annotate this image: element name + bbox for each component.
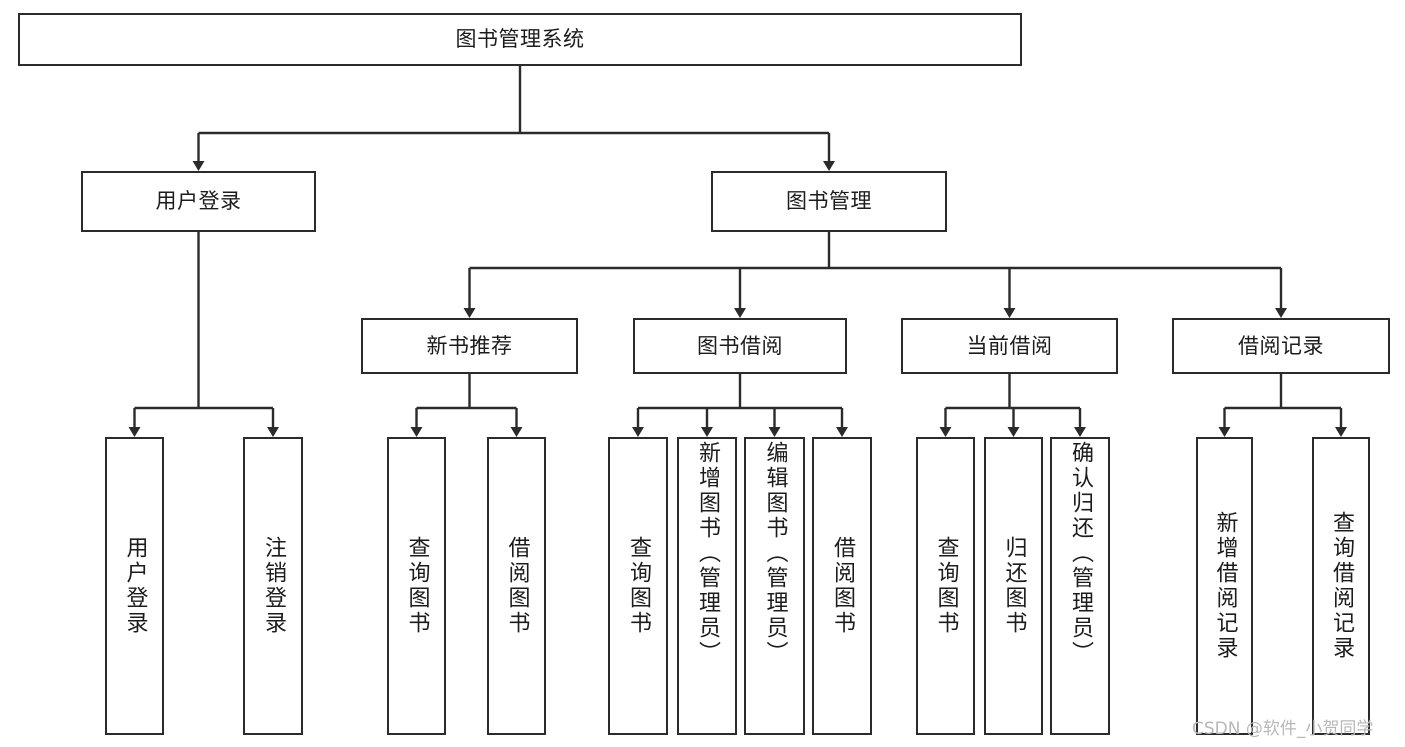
- node-label: 确认归还（管理员）: [1068, 441, 1093, 666]
- node-leaf-borrow-book-rec[interactable]: 借阅图书: [487, 437, 546, 735]
- node-label: 查询图书: [404, 536, 430, 636]
- node-root[interactable]: 图书管理系统: [18, 13, 1022, 66]
- node-leaf-user-login[interactable]: 用户登录: [105, 437, 164, 735]
- node-label: 新增借阅记录: [1212, 511, 1238, 661]
- node-leaf-add-borrow-record[interactable]: 新增借阅记录: [1196, 437, 1253, 735]
- node-label: 当前借阅: [966, 333, 1053, 358]
- node-label: 借阅记录: [1238, 333, 1324, 358]
- node-label: 查询图书: [933, 536, 959, 636]
- node-leaf-query-book-bor[interactable]: 查询图书: [608, 437, 668, 735]
- node-label: 新增图书（管理员）: [695, 441, 720, 666]
- node-leaf-return-book[interactable]: 归还图书: [984, 437, 1043, 735]
- node-label: 图书借阅: [697, 333, 783, 358]
- node-new-book-recommend[interactable]: 新书推荐: [361, 318, 578, 374]
- node-label: 图书管理系统: [455, 27, 585, 52]
- node-leaf-query-book-cur[interactable]: 查询图书: [916, 437, 975, 735]
- node-leaf-confirm-return-admin[interactable]: 确认归还（管理员）: [1050, 437, 1110, 735]
- node-leaf-add-book-admin[interactable]: 新增图书（管理员）: [677, 437, 737, 735]
- node-book-manage[interactable]: 图书管理: [711, 171, 947, 232]
- node-label: 用户登录: [155, 189, 242, 214]
- node-label: 用户登录: [122, 536, 148, 636]
- node-label: 编辑图书（管理员）: [762, 441, 788, 666]
- node-label: 查询图书: [626, 536, 651, 636]
- node-label: 借阅图书: [830, 536, 855, 636]
- node-label: 新书推荐: [426, 333, 513, 358]
- node-leaf-edit-book-admin[interactable]: 编辑图书（管理员）: [744, 437, 805, 735]
- node-label: 查询借阅记录: [1329, 511, 1354, 661]
- node-leaf-user-logout[interactable]: 注销登录: [243, 437, 303, 735]
- node-label: 注销登录: [261, 536, 286, 636]
- node-borrow-record[interactable]: 借阅记录: [1172, 318, 1390, 374]
- node-book-borrow[interactable]: 图书借阅: [633, 318, 847, 374]
- node-label: 归还图书: [1001, 536, 1027, 636]
- node-leaf-query-book-rec[interactable]: 查询图书: [387, 437, 446, 735]
- node-leaf-query-borrow-record[interactable]: 查询借阅记录: [1312, 437, 1370, 735]
- node-user-login[interactable]: 用户登录: [81, 171, 316, 232]
- node-label: 图书管理: [786, 189, 872, 214]
- node-current-borrow[interactable]: 当前借阅: [901, 318, 1118, 374]
- node-leaf-borrow-book-bor[interactable]: 借阅图书: [812, 437, 872, 735]
- node-label: 借阅图书: [504, 536, 530, 636]
